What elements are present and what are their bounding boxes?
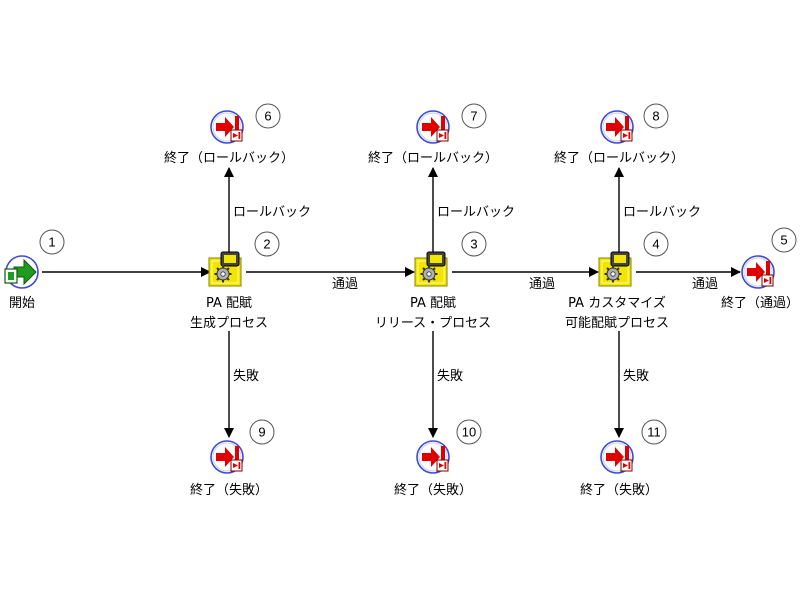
node-label: 終了（ロールバック） bbox=[554, 150, 684, 166]
node-label: 終了（失敗） bbox=[580, 482, 658, 498]
end-stop-icon[interactable] bbox=[210, 440, 244, 474]
node-start[interactable]: 1 開始 bbox=[4, 229, 65, 311]
edge-label: 通過 bbox=[529, 277, 555, 292]
node-end9[interactable]: 9 終了（失敗） bbox=[190, 419, 275, 498]
step-number-badge: 4 bbox=[643, 231, 669, 257]
node-end5[interactable]: 5 終了（通過） bbox=[721, 227, 799, 311]
node-end10[interactable]: 10 終了（失敗） bbox=[394, 419, 482, 498]
edge-label: ロールバック bbox=[233, 205, 311, 220]
edge-label: 失敗 bbox=[437, 369, 463, 384]
step-number: 6 bbox=[264, 109, 271, 124]
node-label: 終了（失敗） bbox=[190, 482, 268, 498]
edge-proc4-to-end8: ロールバック bbox=[614, 167, 701, 254]
end-stop-icon[interactable] bbox=[210, 110, 244, 144]
step-number: 2 bbox=[263, 237, 270, 252]
node-end6[interactable]: 6 終了（ロールバック） bbox=[164, 103, 294, 166]
step-number: 11 bbox=[647, 425, 661, 440]
process-gear-icon[interactable] bbox=[414, 251, 448, 287]
step-number: 7 bbox=[470, 109, 477, 124]
step-number-badge: 1 bbox=[39, 229, 65, 255]
edge-proc2-to-end9: 失敗 bbox=[224, 331, 259, 438]
step-number-badge: 9 bbox=[249, 419, 275, 445]
process-gear-icon[interactable] bbox=[208, 251, 242, 287]
end-stop-icon[interactable] bbox=[600, 440, 634, 474]
step-number-badge: 5 bbox=[771, 227, 797, 253]
step-number-badge: 8 bbox=[643, 103, 669, 129]
edge-proc2-to-proc3: 通過 bbox=[246, 267, 415, 292]
end-stop-icon[interactable] bbox=[600, 110, 634, 144]
step-number-badge: 2 bbox=[254, 231, 280, 257]
node-label: 終了（通過） bbox=[721, 295, 799, 311]
step-number: 9 bbox=[258, 425, 265, 440]
step-number-badge: 10 bbox=[456, 419, 482, 445]
node-end7[interactable]: 7 終了（ロールバック） bbox=[368, 103, 498, 166]
end-stop-icon[interactable] bbox=[416, 440, 450, 474]
step-number: 3 bbox=[470, 237, 477, 252]
process-gear-icon[interactable] bbox=[598, 251, 632, 287]
node-label: 終了（ロールバック） bbox=[164, 150, 294, 166]
node-label: 終了（失敗） bbox=[394, 482, 472, 498]
edge-label: 失敗 bbox=[233, 369, 259, 384]
node-end8[interactable]: 8 終了（ロールバック） bbox=[554, 103, 684, 166]
node-label: PA 配賦 bbox=[206, 296, 252, 311]
edge-label: 通過 bbox=[692, 277, 718, 292]
step-number-badge: 7 bbox=[461, 103, 487, 129]
edge-proc3-to-end10: 失敗 bbox=[428, 331, 463, 438]
step-number: 10 bbox=[462, 425, 476, 440]
step-number-badge: 3 bbox=[461, 231, 487, 257]
step-number-badge: 6 bbox=[255, 103, 281, 129]
edge-proc3-to-proc4: 通過 bbox=[452, 267, 599, 292]
edge-proc2-to-end6: ロールバック bbox=[224, 167, 311, 254]
node-label: PA 配賦 bbox=[410, 296, 456, 311]
edge-proc4-to-end5: 通過 bbox=[636, 267, 741, 292]
step-number: 4 bbox=[652, 237, 659, 252]
edge-label: 通過 bbox=[332, 277, 358, 292]
step-number-badge: 11 bbox=[641, 419, 667, 445]
edge-proc3-to-end7: ロールバック bbox=[428, 167, 515, 254]
edge-label: 失敗 bbox=[623, 369, 649, 384]
step-number: 8 bbox=[652, 109, 659, 124]
node-label: リリース・プロセス bbox=[375, 316, 491, 331]
edge-proc4-to-end11: 失敗 bbox=[614, 331, 649, 438]
edges-layer: 通過通過通過ロールバックロールバックロールバック失敗失敗失敗 bbox=[42, 167, 741, 438]
node-label: 生成プロセス bbox=[190, 316, 268, 331]
node-label: 可能配賦プロセス bbox=[565, 316, 669, 331]
node-label: 終了（ロールバック） bbox=[368, 150, 498, 166]
end-stop-icon[interactable] bbox=[416, 110, 450, 144]
node-label: 開始 bbox=[9, 296, 35, 311]
edge-label: ロールバック bbox=[437, 205, 515, 220]
step-number: 1 bbox=[48, 235, 55, 250]
node-label: PA カスタマイズ bbox=[568, 295, 666, 311]
edge-label: ロールバック bbox=[623, 205, 701, 220]
end-stop-icon[interactable] bbox=[741, 255, 775, 289]
start-arrow-icon[interactable] bbox=[4, 255, 39, 289]
node-end11[interactable]: 11 終了（失敗） bbox=[580, 419, 667, 498]
step-number: 5 bbox=[780, 233, 787, 248]
